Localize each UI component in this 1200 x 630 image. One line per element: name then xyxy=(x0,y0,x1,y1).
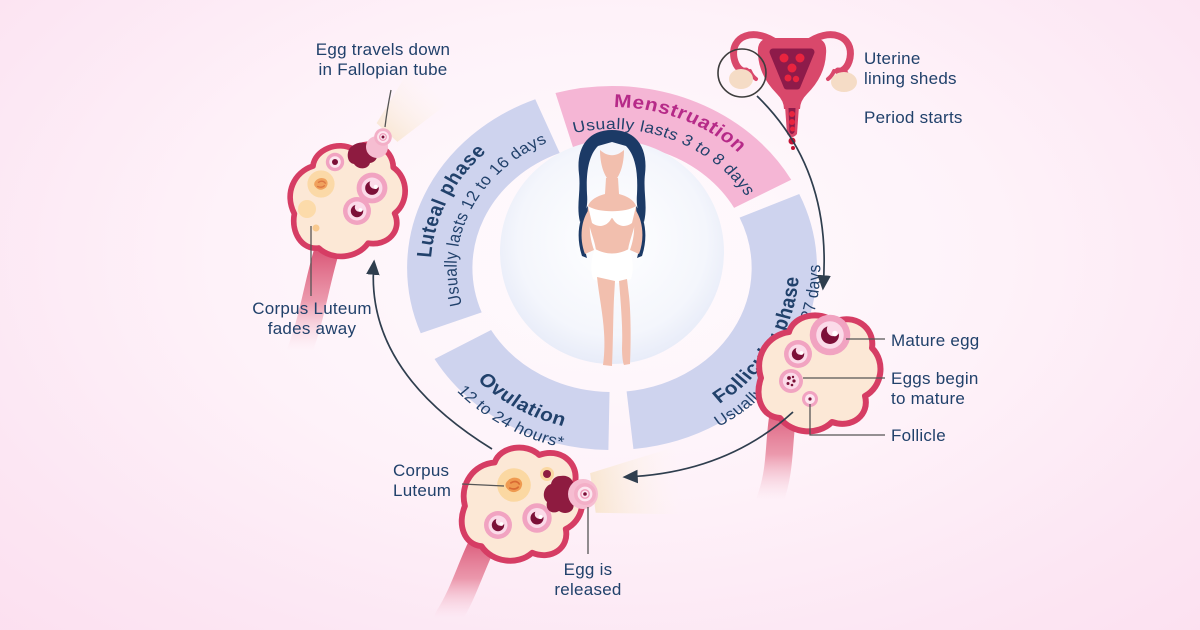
arrow-ovulation-to-luteal xyxy=(366,259,493,450)
label-connectors xyxy=(310,89,885,554)
uterus-illustration xyxy=(717,31,857,150)
magnifier-circle xyxy=(717,48,767,98)
uterus-ovary-left xyxy=(729,69,753,89)
label-egg-released: Egg is released xyxy=(554,560,622,600)
connector-egg-travels xyxy=(384,89,392,128)
egg-beam xyxy=(590,447,684,515)
label-corpus-luteum: Corpus Luteum xyxy=(393,461,452,501)
ovary-luteal-illustration xyxy=(282,67,450,265)
arrow-uterus-to-follicular xyxy=(756,95,831,291)
phase-arc-ovulation xyxy=(434,329,611,450)
connector-follicle xyxy=(809,404,885,436)
phase-arc-menstruation xyxy=(555,86,792,209)
woman-figure xyxy=(578,130,646,366)
label-follicle: Follicle xyxy=(891,426,946,445)
label-period-starts: Period starts xyxy=(864,108,963,127)
connector-corpus-luteum xyxy=(461,483,505,487)
released-egg xyxy=(573,482,597,506)
follicle-burst-site xyxy=(543,475,579,514)
travelling-egg xyxy=(373,127,393,147)
label-egg-travels: Egg travels down in Fallopian tube xyxy=(315,40,451,80)
egg-beam xyxy=(376,67,450,142)
ovary-ovulation-illustration xyxy=(460,445,684,565)
label-eggs-begin: Eggs begin to mature xyxy=(891,369,979,409)
label-uterine-lining: Uterine lining sheds xyxy=(864,49,957,89)
uterus-ovary-right xyxy=(831,72,857,92)
arrow-follicular-to-ovulation xyxy=(622,411,794,484)
cycle-arrows xyxy=(366,95,831,484)
label-corpus-fades: Corpus Luteum fades away xyxy=(252,299,372,339)
label-mature-egg: Mature egg xyxy=(891,331,980,350)
phase-arc-luteal xyxy=(407,99,561,334)
phase-arc-follicular xyxy=(625,194,817,450)
